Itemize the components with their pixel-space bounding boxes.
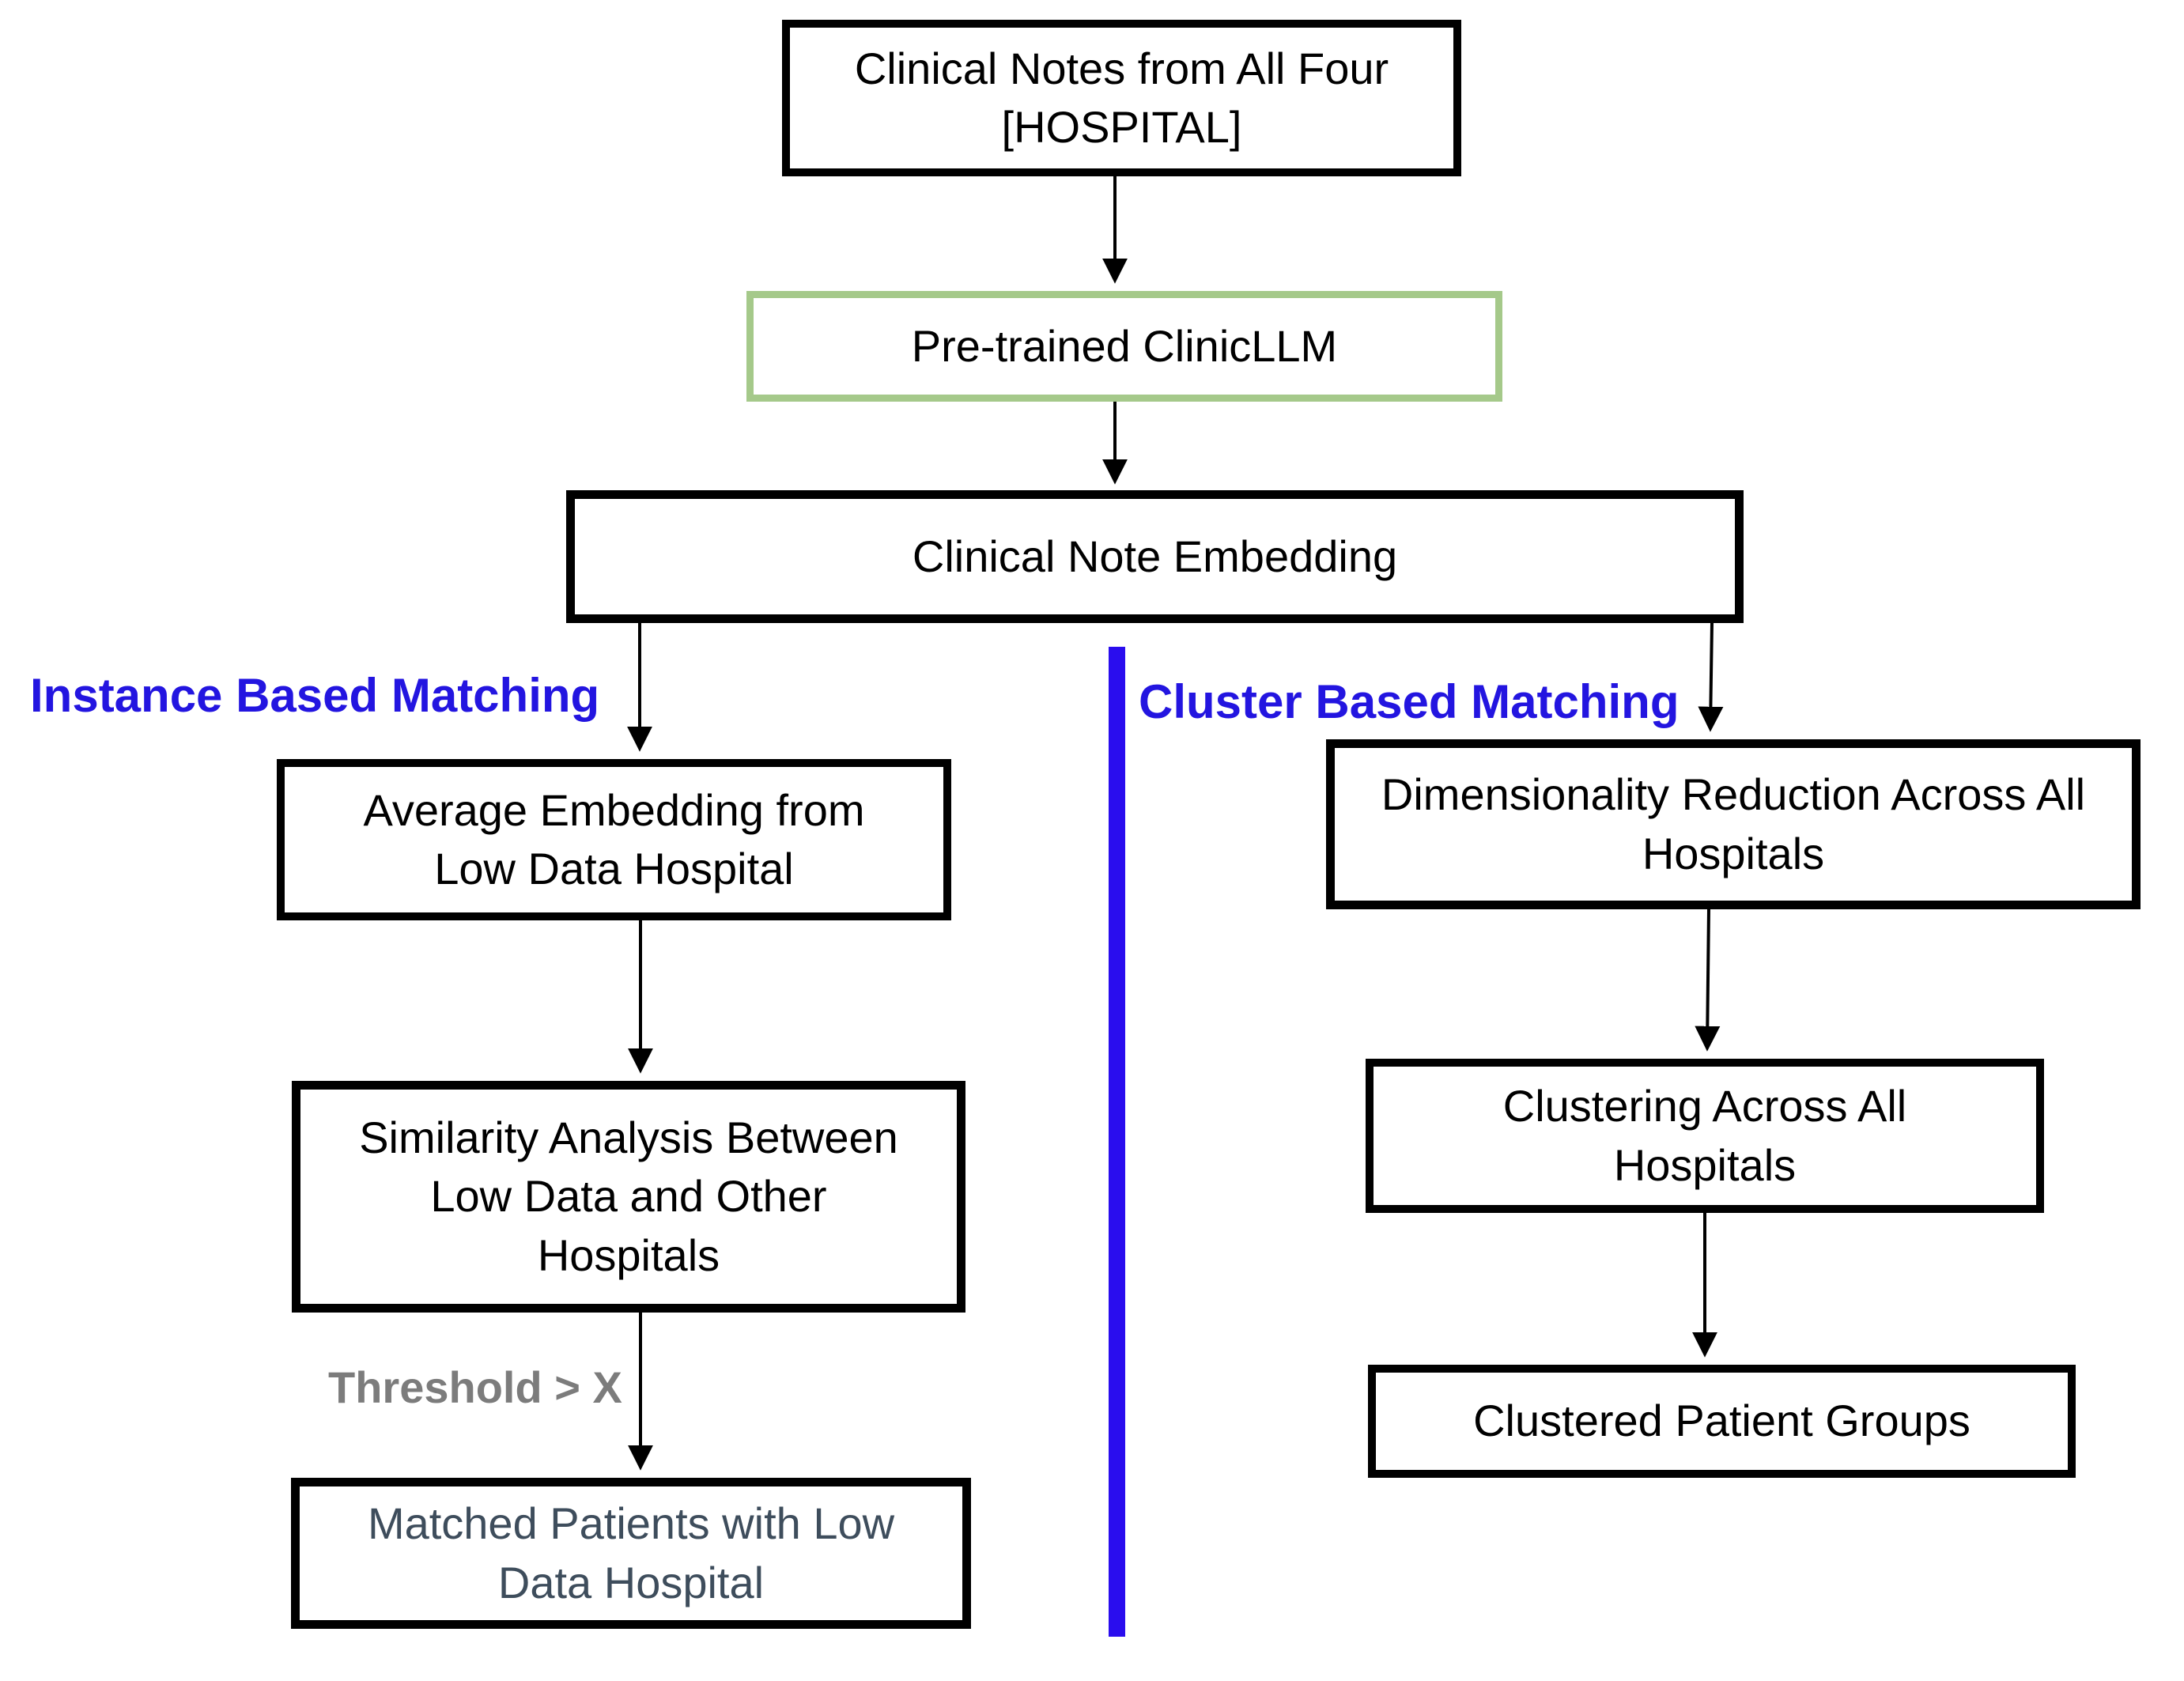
section-header-instance-based-matching: Instance Based Matching — [30, 669, 600, 722]
node-matched-patients: Matched Patients with Low Data Hospital — [291, 1478, 971, 1629]
node-clinical-notes-label: Clinical Notes from All Four [HOSPITAL] — [854, 43, 1389, 152]
node-clinical-note-embedding: Clinical Note Embedding — [566, 490, 1744, 623]
node-pretrained-clinicllm: Pre-trained ClinicLLM — [746, 291, 1502, 402]
node-clustering-across-hospitals: Clustering Across All Hospitals — [1366, 1059, 2044, 1213]
node-average-embedding-label: Average Embedding from Low Data Hospital — [363, 784, 865, 893]
node-clinical-notes: Clinical Notes from All Four [HOSPITAL] — [782, 20, 1461, 176]
node-dimensionality-reduction-label: Dimensionality Reduction Across All Hosp… — [1381, 769, 2086, 878]
threshold-edge-label: Threshold > X — [328, 1362, 622, 1412]
section-header-cluster-based-matching: Cluster Based Matching — [1139, 675, 1680, 728]
node-average-embedding: Average Embedding from Low Data Hospital — [277, 759, 951, 920]
arrow-dim-to-clustering — [1695, 908, 1721, 1052]
node-similarity-analysis-label: Similarity Analysis Between Low Data and… — [359, 1112, 898, 1280]
node-clinical-note-embedding-label: Clinical Note Embedding — [912, 531, 1398, 581]
node-similarity-analysis: Similarity Analysis Between Low Data and… — [292, 1081, 965, 1313]
node-pretrained-clinicllm-label: Pre-trained ClinicLLM — [911, 320, 1338, 371]
node-clustered-patient-groups: Clustered Patient Groups — [1368, 1365, 2076, 1478]
node-matched-patients-label: Matched Patients with Low Data Hospital — [367, 1498, 895, 1607]
node-clustering-across-hospitals-label: Clustering Across All Hospitals — [1502, 1081, 1907, 1190]
arrow-embedding-to-dim — [1698, 622, 1724, 732]
node-clustered-patient-groups-label: Clustered Patient Groups — [1473, 1396, 1971, 1446]
section-divider-line — [1109, 647, 1125, 1637]
node-dimensionality-reduction: Dimensionality Reduction Across All Hosp… — [1326, 739, 2141, 909]
